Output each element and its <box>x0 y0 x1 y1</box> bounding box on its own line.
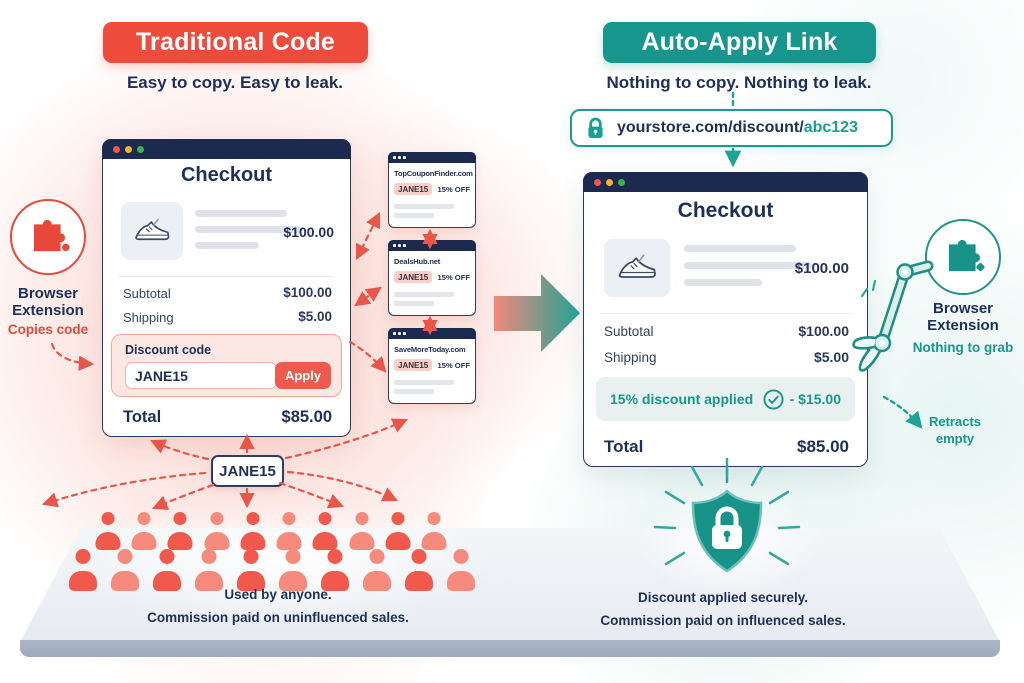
url-prefix: yourstore.com/discount/ <box>617 119 804 136</box>
traffic-light-yellow <box>125 145 132 153</box>
checkout-title: Checkout <box>677 199 774 222</box>
discount-applied-value: - $15.00 <box>789 391 841 407</box>
skeleton-line <box>195 242 259 249</box>
coupon-code-chip: JANE15 <box>394 183 433 195</box>
checkout-title: Checkout <box>180 164 273 186</box>
subtotal-label: Subtotal <box>604 324 654 339</box>
extension-title-left: Browser Extension <box>12 285 84 319</box>
divider <box>600 313 851 314</box>
skeleton-line <box>684 279 762 286</box>
product-image <box>121 202 183 260</box>
autoapply-footer: Discount applied securely. Commission pa… <box>527 586 919 632</box>
product-price: $100.00 <box>283 224 334 240</box>
skeleton-line <box>394 292 454 297</box>
subtotal-value: $100.00 <box>798 323 849 339</box>
auto-apply-url-pill[interactable]: yourstore.com/discount/abc123 <box>570 109 893 147</box>
coupon-site-card: DealsHub.net JANE15 15% OFF <box>388 240 476 316</box>
traditional-tagline: Easy to copy. Easy to leak. <box>126 73 344 92</box>
traffic-light-red <box>594 178 601 186</box>
apply-button[interactable]: Apply <box>275 362 331 389</box>
discount-code-label: Discount code <box>125 343 212 357</box>
footer-line: Commission paid on influenced sales. <box>600 613 846 628</box>
puzzle-icon <box>33 219 70 252</box>
security-shield-icon <box>685 487 769 581</box>
shipping-label: Shipping <box>123 310 174 325</box>
shipping-label: Shipping <box>604 350 657 365</box>
coupon-code-chip: JANE15 <box>394 271 433 283</box>
platform-front-edge <box>20 640 1000 657</box>
footer-line: Commission paid on uninfluenced sales. <box>147 610 409 625</box>
coupon-code-chip: JANE15 <box>394 359 433 371</box>
traffic-light-green <box>137 145 144 153</box>
skeleton-line <box>195 226 301 233</box>
total-label: Total <box>604 437 644 456</box>
puzzle-icon <box>948 239 985 272</box>
traffic-light-red <box>113 145 120 153</box>
subtotal-label: Subtotal <box>123 286 171 301</box>
traditional-footer: Used by anyone. Commission paid on uninf… <box>78 583 478 629</box>
footer-line: Discount applied securely. <box>637 590 809 605</box>
auto-apply-banner: Auto-Apply Link <box>603 22 876 63</box>
subtotal-value: $100.00 <box>283 285 332 300</box>
checkout-window-autoapply: Checkout $100.00 Subtotal $100.00 Shippi… <box>583 172 868 467</box>
leaked-code-tag: JANE15 <box>211 455 284 487</box>
shipping-value: $5.00 <box>813 349 849 365</box>
browser-extension-badge-left <box>10 199 86 275</box>
discount-applied-section: 15% discount applied - $15.00 <box>596 377 855 421</box>
traffic-light-green <box>618 178 625 186</box>
extension-subtitle-left: Copies code <box>7 322 89 337</box>
browser-extension-badge-right <box>925 219 1001 295</box>
coupon-site-name: DealsHub.net <box>394 257 441 266</box>
skeleton-line <box>394 380 454 385</box>
extension-subtitle-right: Nothing to grab <box>912 340 1014 355</box>
product-row: $100.00 <box>121 202 334 264</box>
skeleton-line <box>684 245 796 252</box>
auto-apply-tagline: Nothing to copy. Nothing to leak. <box>606 73 872 92</box>
lock-icon <box>588 117 603 138</box>
retracts-empty-note: Retracts empty <box>928 414 982 446</box>
sneaker-icon <box>618 254 656 278</box>
product-row: $100.00 <box>604 239 849 301</box>
window-titlebar <box>583 172 868 192</box>
window-titlebar <box>102 139 351 159</box>
divider <box>119 276 334 277</box>
coupon-discount-text: 15% OFF <box>437 361 471 370</box>
product-price: $100.00 <box>794 260 849 277</box>
traffic-light-yellow <box>606 178 613 186</box>
shipping-value: $5.00 <box>298 309 332 324</box>
footer-line: Used by anyone. <box>224 587 332 602</box>
discount-code-input[interactable] <box>125 362 277 389</box>
discount-applied-label: 15% discount applied <box>610 391 754 407</box>
coupon-card-titlebar <box>388 240 476 251</box>
coupon-site-card: TopCouponFinder.com JANE15 15% OFF <box>388 152 476 228</box>
skeleton-line <box>394 204 454 209</box>
coupon-site-card: SaveMoreToday.com JANE15 15% OFF <box>388 328 476 404</box>
discount-url: yourstore.com/discount/abc123 <box>617 119 858 137</box>
coupon-discount-text: 15% OFF <box>437 273 471 282</box>
coupon-site-name: TopCouponFinder.com <box>394 169 473 178</box>
total-value: $85.00 <box>797 437 849 456</box>
traditional-code-banner: Traditional Code <box>103 22 368 63</box>
skeleton-line <box>394 389 434 394</box>
product-image <box>604 239 670 297</box>
coupon-card-titlebar <box>388 152 476 163</box>
coupon-card-titlebar <box>388 328 476 339</box>
coupon-site-name: SaveMoreToday.com <box>394 345 466 354</box>
skeleton-line <box>394 301 434 306</box>
total-value: $85.00 <box>281 408 332 426</box>
extension-title-right: Browser Extension <box>927 300 999 334</box>
coupon-discount-text: 15% OFF <box>437 185 471 194</box>
skeleton-line <box>394 213 434 218</box>
skeleton-line <box>684 262 812 269</box>
check-icon <box>763 388 784 410</box>
url-code: abc123 <box>803 119 858 136</box>
checkout-window-traditional: Checkout $100.00 Subtotal $100.00 Shippi… <box>102 139 351 437</box>
total-label: Total <box>123 408 162 426</box>
sneaker-icon <box>135 218 170 241</box>
skeleton-line <box>195 210 287 217</box>
discount-code-section: Discount code Apply <box>111 334 342 397</box>
